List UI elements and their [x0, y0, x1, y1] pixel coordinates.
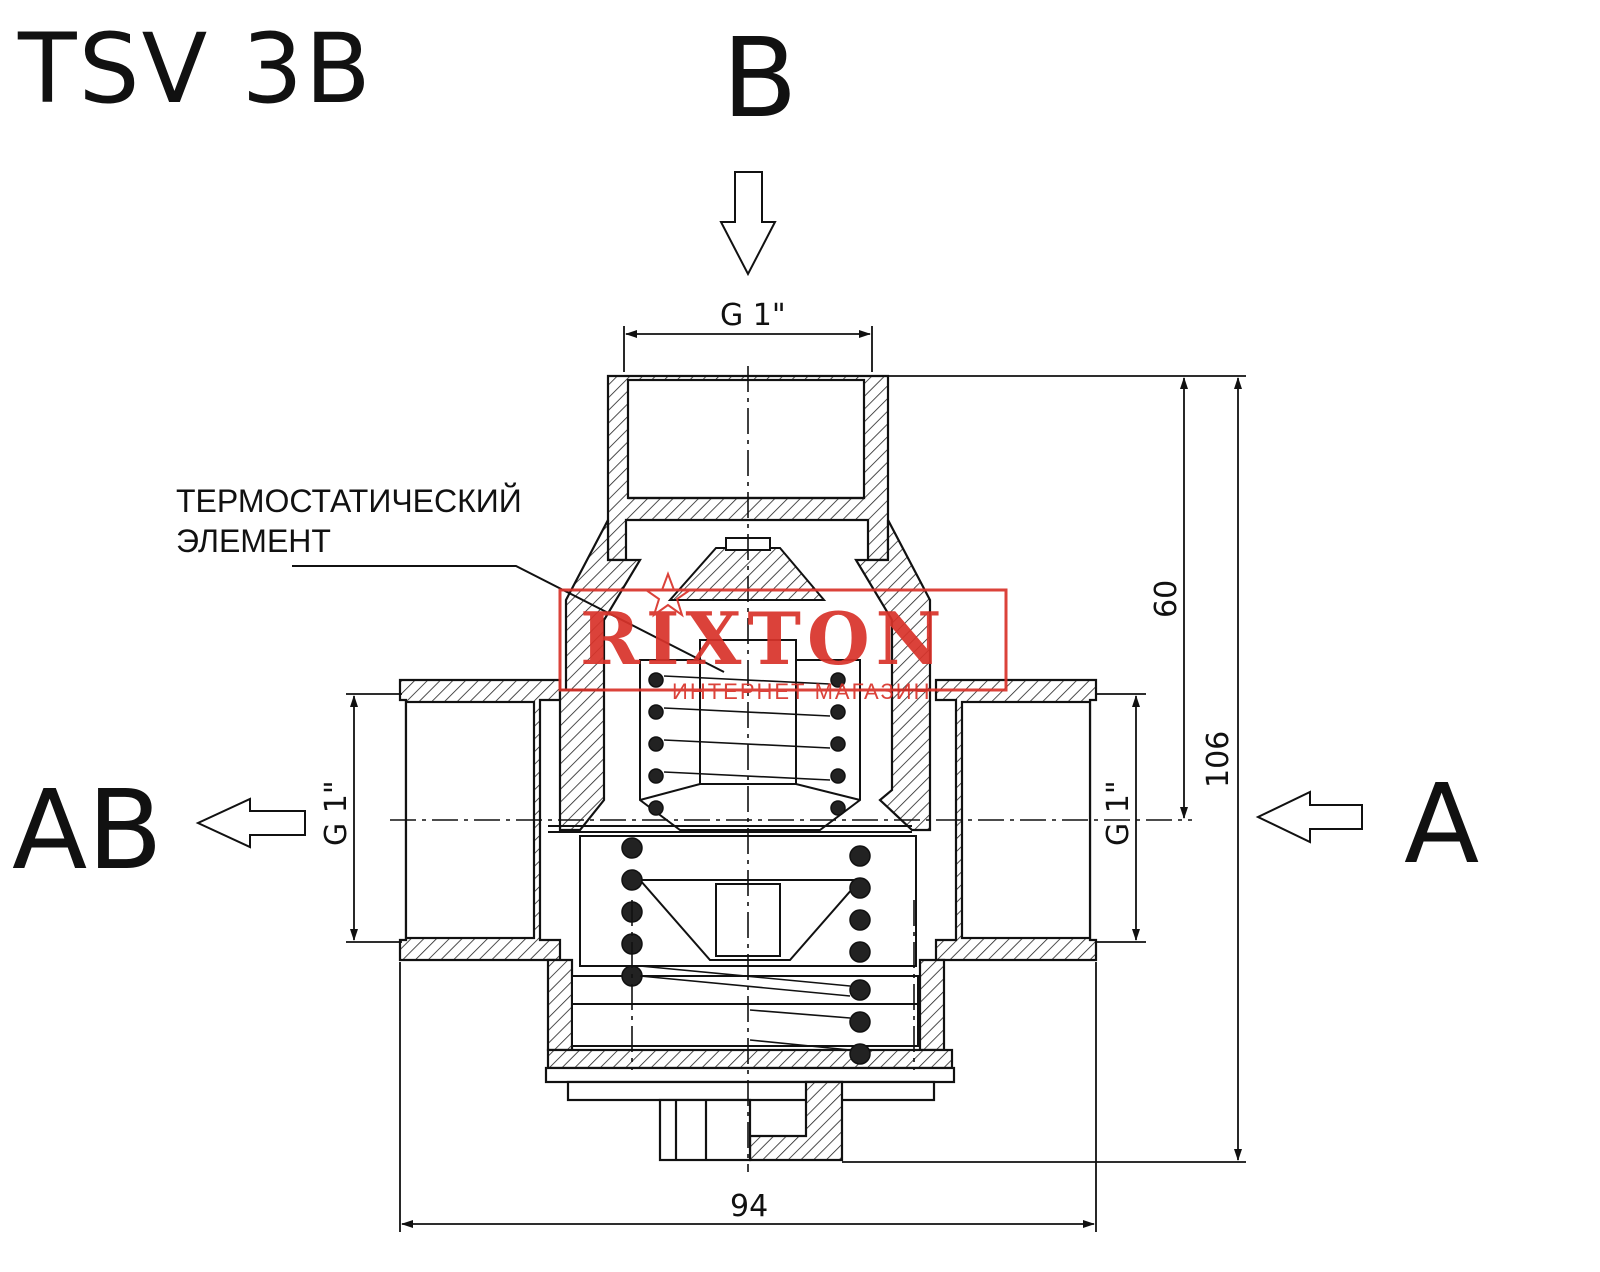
dimension-top-thread: G 1"	[720, 298, 786, 333]
callout-leader	[292, 565, 725, 673]
valve-body	[398, 374, 1098, 1162]
flow-arrow-top-icon	[719, 171, 777, 277]
dimension-right-thread: G 1"	[1101, 780, 1136, 846]
port-label-b: B	[722, 14, 797, 142]
watermark-logo: RIXTON ИНТЕРНЕТ МАГАЗИН	[558, 571, 1008, 704]
flow-arrow-left-icon	[195, 797, 306, 849]
thermostatic-element	[548, 537, 919, 1047]
watermark-brand: RIXTON	[580, 596, 948, 681]
dimension-left-thread: G 1"	[319, 780, 354, 846]
callout-line-2: ЭЛЕМЕНТ	[176, 523, 331, 559]
spring-coils	[621, 672, 871, 1065]
dimension-106: 106	[1201, 731, 1236, 788]
dimension-60: 60	[1149, 580, 1184, 618]
dimension-94: 94	[730, 1189, 768, 1224]
flow-arrow-right-icon	[1255, 790, 1363, 844]
drawing-title: TSV 3B	[17, 13, 373, 125]
callout-line-1: ТЕРМОСТАТИЧЕСКИЙ	[176, 483, 522, 519]
watermark-subtitle: ИНТЕРНЕТ МАГАЗИН	[672, 679, 931, 704]
dimension-lines	[346, 326, 1246, 1232]
port-label-a: A	[1404, 760, 1479, 888]
port-label-ab: AB	[12, 766, 163, 894]
centerlines	[390, 366, 1192, 1172]
spring-wires	[639, 675, 851, 1051]
